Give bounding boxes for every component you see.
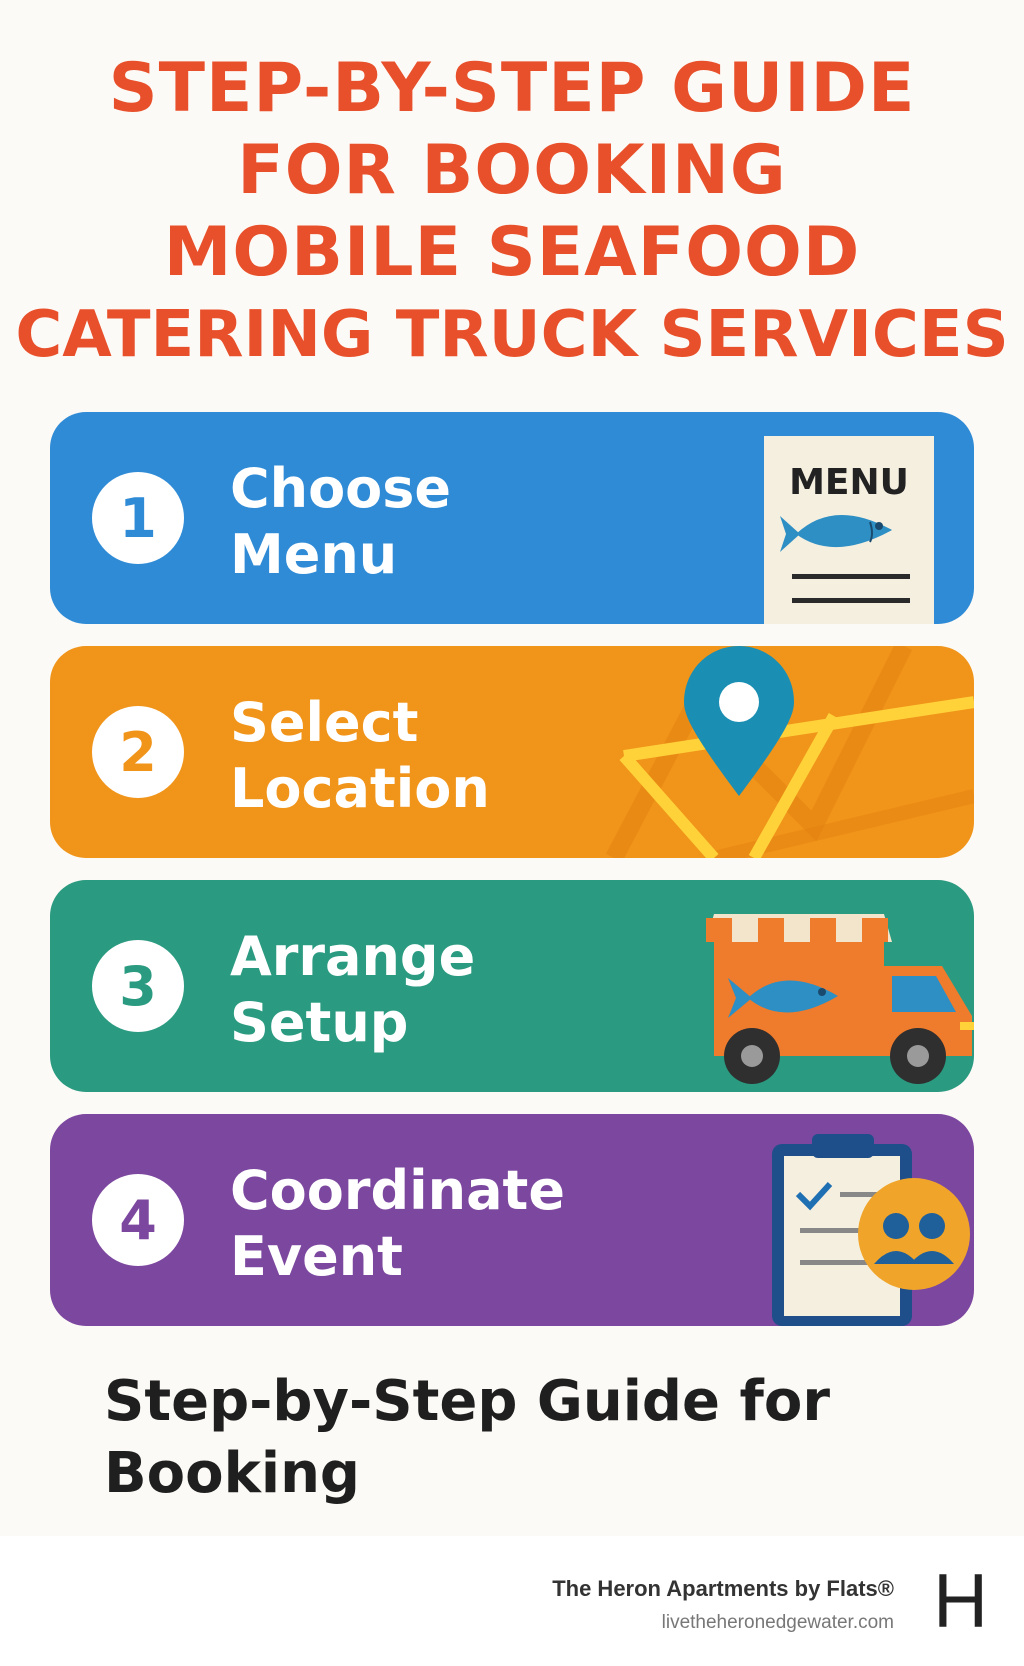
caption-line-1: Step-by-Step Guide for: [104, 1369, 830, 1434]
footer: The Heron Apartments by Flats® livethehe…: [0, 1536, 1024, 1666]
step-1-label-line-2: Menu: [230, 523, 398, 586]
title-line-4: Catering Truck Services: [15, 298, 1009, 372]
caption-line-2: Booking: [104, 1441, 361, 1506]
step-2-card: 2 Select Location: [50, 646, 974, 858]
step-1-card: 1 Choose Menu MENU: [50, 412, 974, 624]
step-4-label-line-2: Event: [230, 1225, 403, 1288]
step-number-2: 2: [92, 706, 184, 798]
step-2-label-line-1: Select: [230, 691, 419, 754]
step-number-3: 3: [92, 940, 184, 1032]
step-1-label: Choose Menu: [230, 456, 610, 588]
step-4-label-line-1: Coordinate: [230, 1159, 565, 1222]
title-line-2: for Booking: [237, 131, 787, 210]
step-4-label: Coordinate Event: [230, 1158, 610, 1290]
menu-card-text: MENU: [789, 462, 909, 503]
caption: Step-by-Step Guide for Booking: [104, 1366, 864, 1510]
step-number-1: 1: [92, 472, 184, 564]
map-pin-icon: [606, 646, 974, 858]
title-line-3: Mobile Seafood: [163, 213, 861, 292]
step-3-label-line-1: Arrange: [230, 925, 476, 988]
menu-card-icon: MENU: [764, 436, 934, 624]
footer-brand: The Heron Apartments by Flats®: [552, 1576, 894, 1601]
clipboard-team-icon: [772, 1134, 970, 1326]
brand-logo: H: [933, 1559, 988, 1644]
step-2-label-line-2: Location: [230, 757, 490, 820]
step-3-label-line-2: Setup: [230, 991, 409, 1054]
step-3-card: 3 Arrange Setup: [50, 880, 974, 1092]
page-title: Step-by-Step Guide for Booking Mobile Se…: [0, 48, 1024, 376]
step-number-4: 4: [92, 1174, 184, 1266]
step-1-label-line-1: Choose: [230, 457, 452, 520]
food-truck-icon: [706, 914, 974, 1084]
step-3-label: Arrange Setup: [230, 924, 610, 1056]
footer-website: livetheheronedgewater.com: [661, 1612, 894, 1633]
step-2-label: Select Location: [230, 690, 610, 822]
title-line-1: Step-by-Step Guide: [108, 49, 916, 128]
step-4-card: 4 Coordinate Event: [50, 1114, 974, 1326]
